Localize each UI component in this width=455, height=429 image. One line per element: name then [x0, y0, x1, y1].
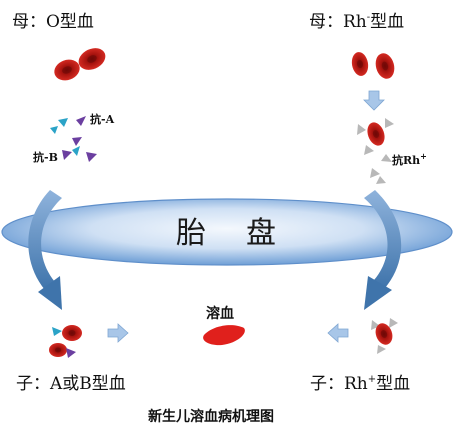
right-arrow-icon [107, 323, 129, 343]
mother-left-label: 母：O型血 [12, 12, 94, 32]
down-arrow-icon [363, 90, 385, 111]
diagram-caption: 新生儿溶血病机理图 [148, 408, 274, 425]
hemolysis-label: 溶血 [206, 305, 234, 322]
mother-right-red-cells [351, 52, 395, 79]
red-blood-cell [351, 52, 369, 76]
red-blood-cell [49, 343, 67, 357]
anti-rh-label: 抗Rh+ [392, 151, 427, 167]
child-left-label: 子：A或B型血 [16, 374, 126, 394]
anti-b-label: 抗-B [33, 150, 58, 164]
anti-a-label: 抗-A [90, 112, 115, 126]
placenta [1, 198, 453, 266]
anti-a-antibodies [62, 116, 97, 162]
hemolyzed-cell [203, 325, 245, 346]
left-transfer-arrow [28, 190, 62, 310]
anti-b-antibodies [50, 118, 80, 156]
red-blood-cell [62, 325, 82, 341]
left-arrow-icon [327, 323, 349, 343]
child-left-red-cells [49, 325, 82, 358]
red-blood-cell [54, 59, 80, 81]
right-transfer-arrow [364, 190, 402, 310]
red-blood-cell [78, 48, 106, 70]
red-blood-cell [375, 53, 395, 79]
placenta-label-left: 胎 [176, 216, 208, 251]
mother-right-label: 母：Rh-型血 [309, 12, 404, 32]
mother-left-red-cells [54, 48, 106, 81]
red-blood-cell [375, 323, 393, 345]
child-right-label: 子：Rh+型血 [310, 374, 410, 394]
red-blood-cell [367, 122, 385, 146]
anti-rh-antibodies [357, 118, 394, 184]
placenta-label-right: 盘 [246, 216, 278, 251]
child-right-red-cells [371, 318, 398, 354]
